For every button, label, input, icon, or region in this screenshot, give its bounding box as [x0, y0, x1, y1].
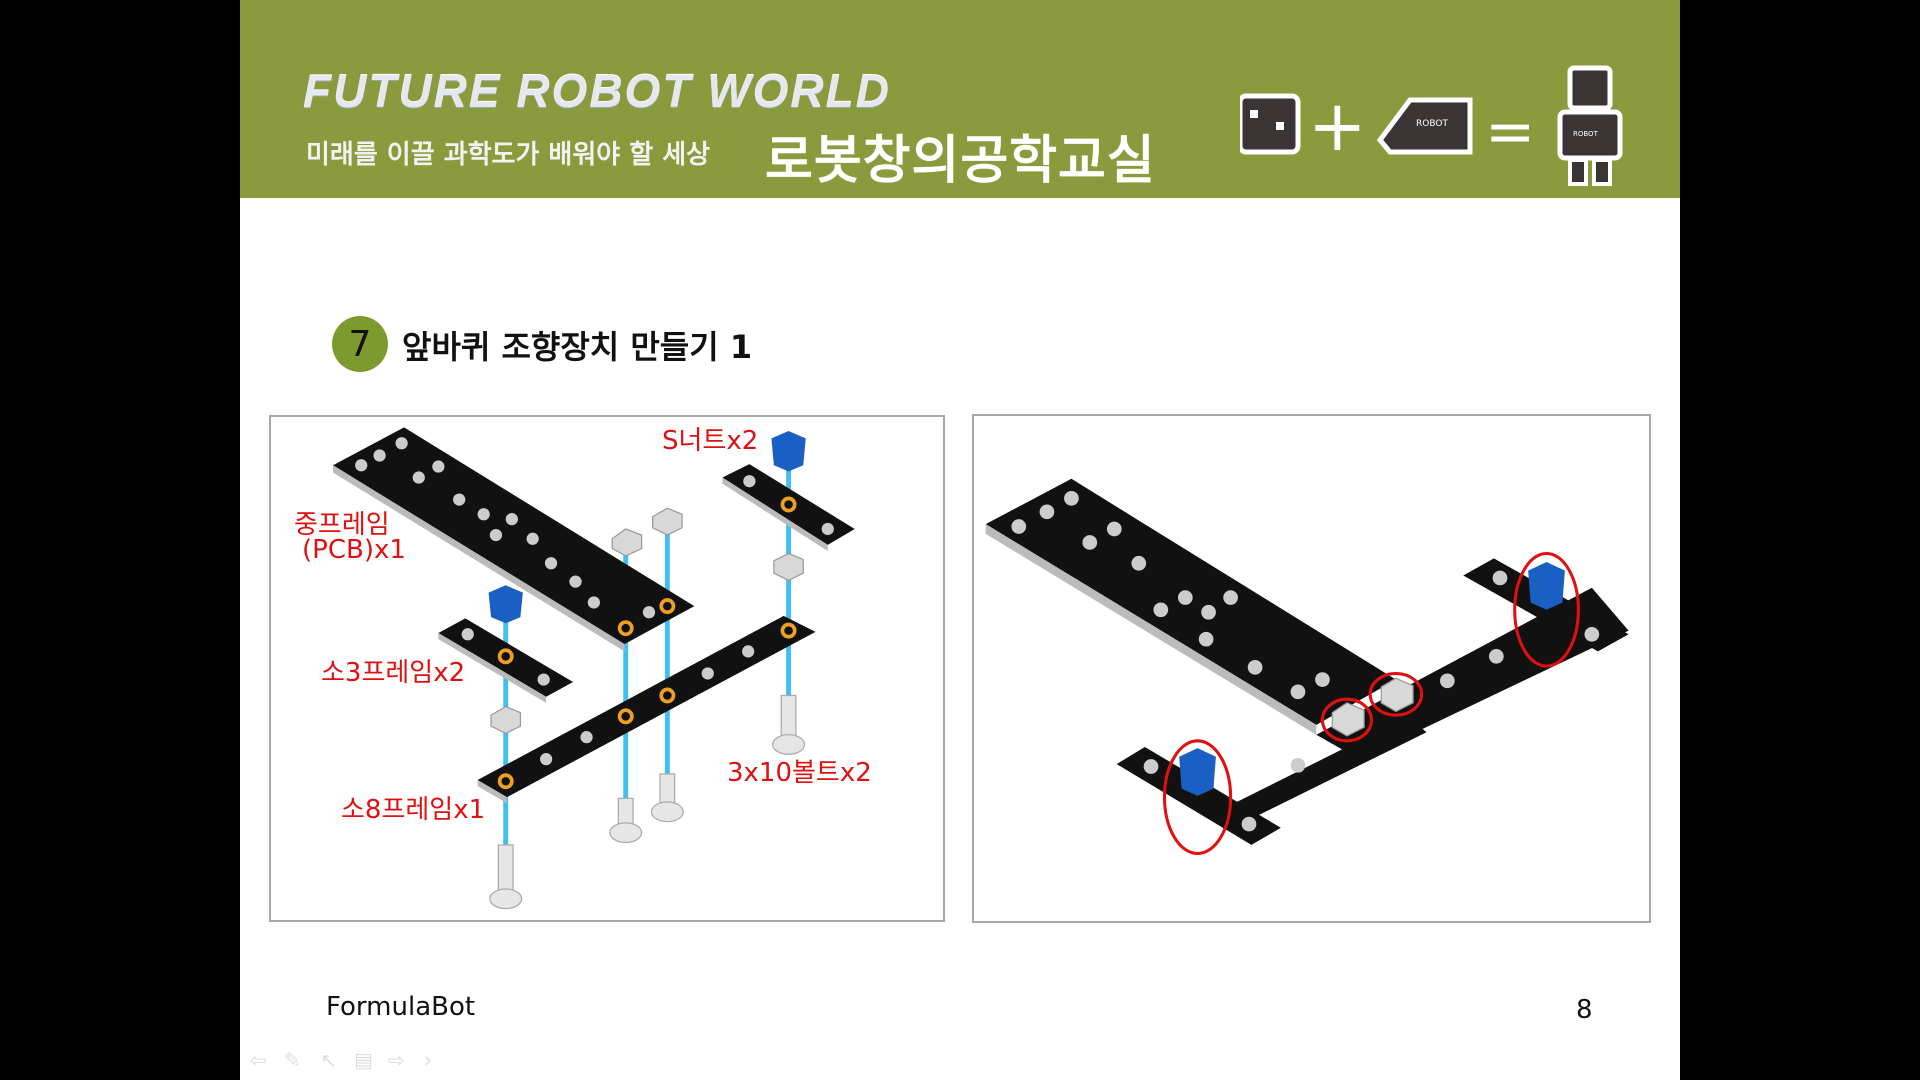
slide-header: FUTURE ROBOT WORLD 미래를 이끌 과학도가 배워야 할 세상 … — [240, 0, 1680, 198]
slide-menu-icon[interactable]: ▤ — [354, 1048, 373, 1072]
pen-icon[interactable]: ✎ — [284, 1048, 301, 1072]
label-pcb-frame-line1: 중프레임 — [294, 510, 390, 540]
pointer-icon[interactable]: ↖ — [320, 1048, 337, 1072]
footer-title: FormulaBot — [326, 992, 476, 1022]
robot-icon: ROBOT — [1557, 65, 1623, 186]
class-name: 로봇창의공학교실 — [765, 131, 1156, 191]
step-title: 앞바퀴 조향장치 만들기 1 — [402, 328, 753, 366]
label-small8-frame: 소8프레임x1 — [341, 795, 486, 825]
svg-text:ROBOT: ROBOT — [1416, 119, 1448, 129]
robot-body-icon: ROBOT — [1376, 97, 1473, 155]
label-bolt: 3x10볼트x2 — [727, 758, 872, 788]
robot-head-icon — [1240, 93, 1301, 155]
label-pcb-frame-line2: (PCB)x1 — [302, 535, 406, 565]
plus-icon: + — [1308, 85, 1367, 167]
step-number-badge: 7 — [332, 316, 388, 372]
svg-text:ROBOT: ROBOT — [1573, 130, 1599, 138]
brand-title: FUTURE ROBOT WORLD — [303, 65, 891, 117]
assembled-view-panel — [972, 414, 1651, 923]
more-options-icon[interactable]: › — [424, 1048, 432, 1072]
tagline: 미래를 이끌 과학도가 배워야 할 세상 — [306, 140, 711, 170]
label-small3-frame: 소3프레임x2 — [321, 658, 466, 688]
previous-slide-icon[interactable]: ⇦ — [250, 1048, 267, 1072]
robot-formula-logo: + ROBOT = ROBOT — [1240, 65, 1623, 186]
next-slide-icon[interactable]: ⇨ — [388, 1048, 405, 1072]
label-s-nut: S너트x2 — [662, 426, 759, 456]
equals-icon: = — [1485, 97, 1535, 167]
page-number: 8 — [1576, 995, 1593, 1025]
